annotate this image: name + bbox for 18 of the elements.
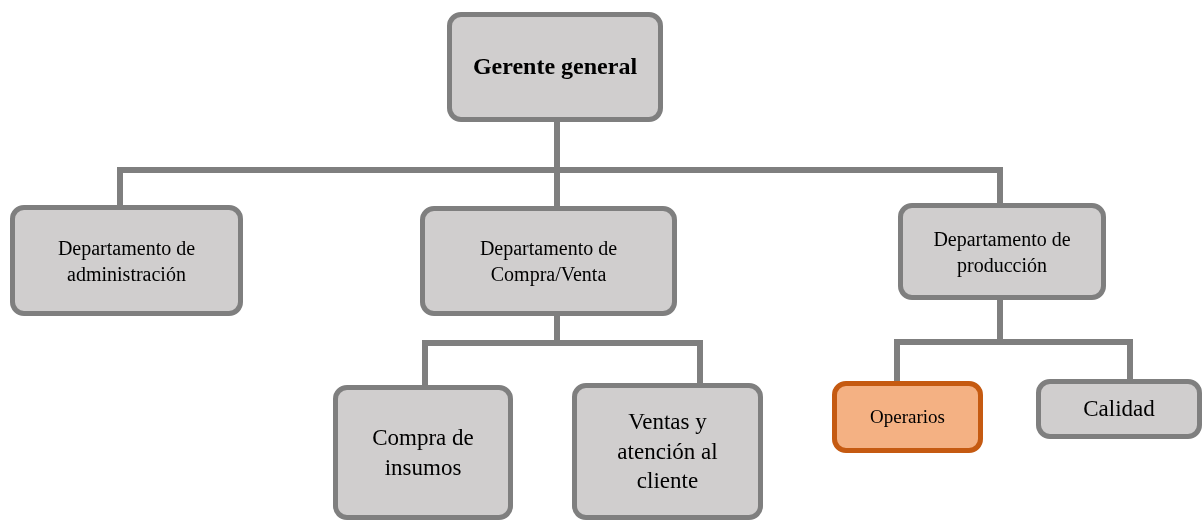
box-label: Gerente general <box>472 52 638 82</box>
box-label: Operarios <box>870 404 945 429</box>
org-box <box>333 385 513 520</box>
box-label: Compra de insumos <box>371 423 475 482</box>
box-label: Departamento de Compra/Venta <box>478 236 619 287</box>
org-box <box>832 381 983 453</box>
org-box <box>420 206 677 316</box>
org-box <box>898 203 1106 300</box>
box-label: Calidad <box>1083 395 1155 424</box>
org-box <box>447 12 663 122</box>
connector-line <box>554 316 703 383</box>
connector-line <box>997 300 1133 379</box>
box-label: Departamento de producción <box>932 226 1072 278</box>
org-box <box>1036 379 1202 439</box>
org-box <box>10 205 243 316</box>
org-box <box>572 383 763 520</box>
box-label: Ventas y atención al cliente <box>616 407 719 496</box>
box-label: Departamento de administración <box>56 235 197 287</box>
